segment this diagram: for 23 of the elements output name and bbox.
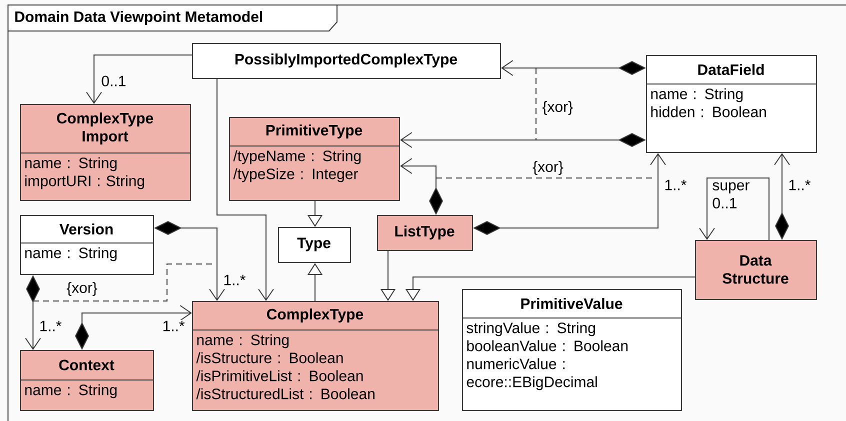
association-line	[86, 54, 192, 104]
class-box: PrimitiveValue stringValue : String booleanValue : Boolean numericValue : ecore::EBigDecimal	[462, 289, 682, 411]
multiplicity-label: 1..*	[222, 274, 247, 286]
multiplicity-label: 0..1	[100, 74, 128, 88]
association-line	[216, 78, 274, 301]
class-box: ListType	[377, 215, 473, 251]
class-box: Context name : String	[20, 350, 154, 411]
class-box: Data Structure	[695, 240, 817, 300]
multiplicity-label: 1..*	[787, 178, 812, 192]
class-box: PrimitiveType /typeName : String /typeSize : Integer	[228, 117, 400, 201]
class-box: Type	[278, 227, 351, 263]
class-box: ComplexType name : String /isStructure : Boolean /isPrimitiveList : Boolean /isStructuredList : Boolean	[192, 301, 439, 411]
class-box: DataField name : String hidden : Boolean	[646, 55, 817, 153]
class-box: ComplexType Import name : String importURI : String	[20, 104, 191, 201]
constraint-label: {xor}	[532, 160, 564, 176]
class-box: Version name : String	[20, 215, 154, 275]
multiplicity-label: 1..*	[663, 178, 688, 192]
constraint-label: {xor}	[541, 100, 574, 116]
multiplicity-label: super 0..1	[711, 181, 760, 210]
multiplicity-label: 1..*	[38, 320, 63, 332]
frame-title: Domain Data Viewpoint Metamodel	[8, 4, 338, 32]
association-line	[699, 178, 770, 240]
class-box: PossiblyImportedComplexType	[192, 43, 501, 79]
